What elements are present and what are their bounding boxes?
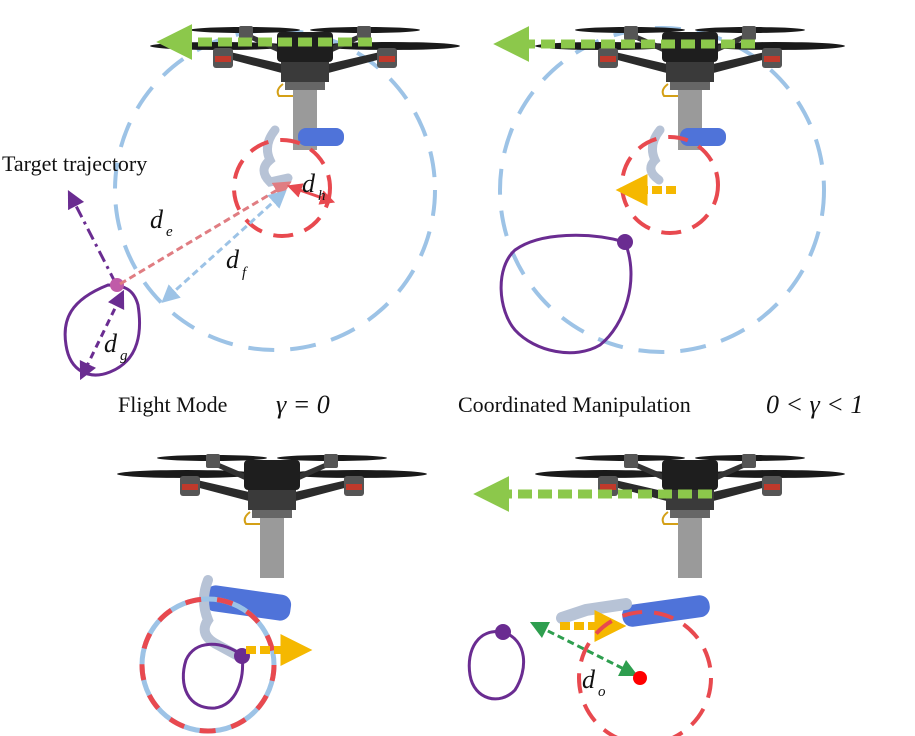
drone-icon: [534, 453, 846, 579]
arm-link: [298, 128, 344, 146]
grasp-circle: [139, 596, 277, 734]
d-g-arrow: [79, 289, 125, 381]
d-g-label: d: [104, 329, 118, 358]
d-f-arrow: [161, 189, 287, 304]
panel-grasping: [116, 453, 428, 734]
trajectory-direction-arrow: [67, 189, 118, 285]
d-o-label: d: [582, 665, 596, 694]
d-f-subscript: f: [242, 265, 248, 281]
grasp-circle: [577, 610, 713, 736]
caption-coord-gamma: 0 < γ < 1: [766, 390, 863, 419]
caption-coordinated-manipulation: Coordinated Manipulation: [458, 392, 691, 417]
d-h-arrow: [286, 183, 336, 205]
gripper: [556, 598, 632, 624]
panel-flight-mode: Target trajectory d e d f d h d g Flight…: [2, 24, 461, 419]
target-point: [617, 234, 633, 250]
target-trajectory-label: Target trajectory: [2, 151, 147, 176]
d-e-subscript: e: [166, 224, 173, 240]
arm-link: [680, 128, 726, 146]
trajectory-loop: [181, 642, 245, 710]
d-o-subscript: o: [598, 684, 606, 700]
target-point: [110, 278, 124, 292]
d-e-label: d: [150, 205, 164, 234]
arm-link: [622, 595, 710, 627]
d-f-label: d: [226, 245, 240, 274]
arm-link: [204, 585, 292, 621]
d-o-arrow: [529, 621, 639, 677]
drone-icon: [116, 453, 428, 579]
gripper: [199, 575, 245, 662]
target-point: [495, 624, 511, 640]
caption-flight-mode: Flight Mode: [118, 392, 227, 417]
caption-flight-gamma: γ = 0: [276, 390, 330, 419]
gripper: [259, 125, 293, 187]
panel-reaching: d o: [467, 453, 846, 736]
d-e-arrow: [119, 181, 292, 286]
d-g-subscript: g: [120, 348, 128, 364]
d-h-label: d: [302, 169, 316, 198]
trajectory-loop: [63, 283, 142, 377]
panel-coordinated-manipulation: Coordinated Manipulation 0 < γ < 1: [458, 25, 863, 419]
grasp-circle: [620, 135, 720, 235]
trajectory-loop: [467, 630, 526, 701]
trajectory-loop: [499, 233, 633, 355]
grasp-target-point: [633, 671, 647, 685]
d-h-subscript: h: [318, 188, 326, 204]
workspace-circle: [113, 28, 437, 352]
